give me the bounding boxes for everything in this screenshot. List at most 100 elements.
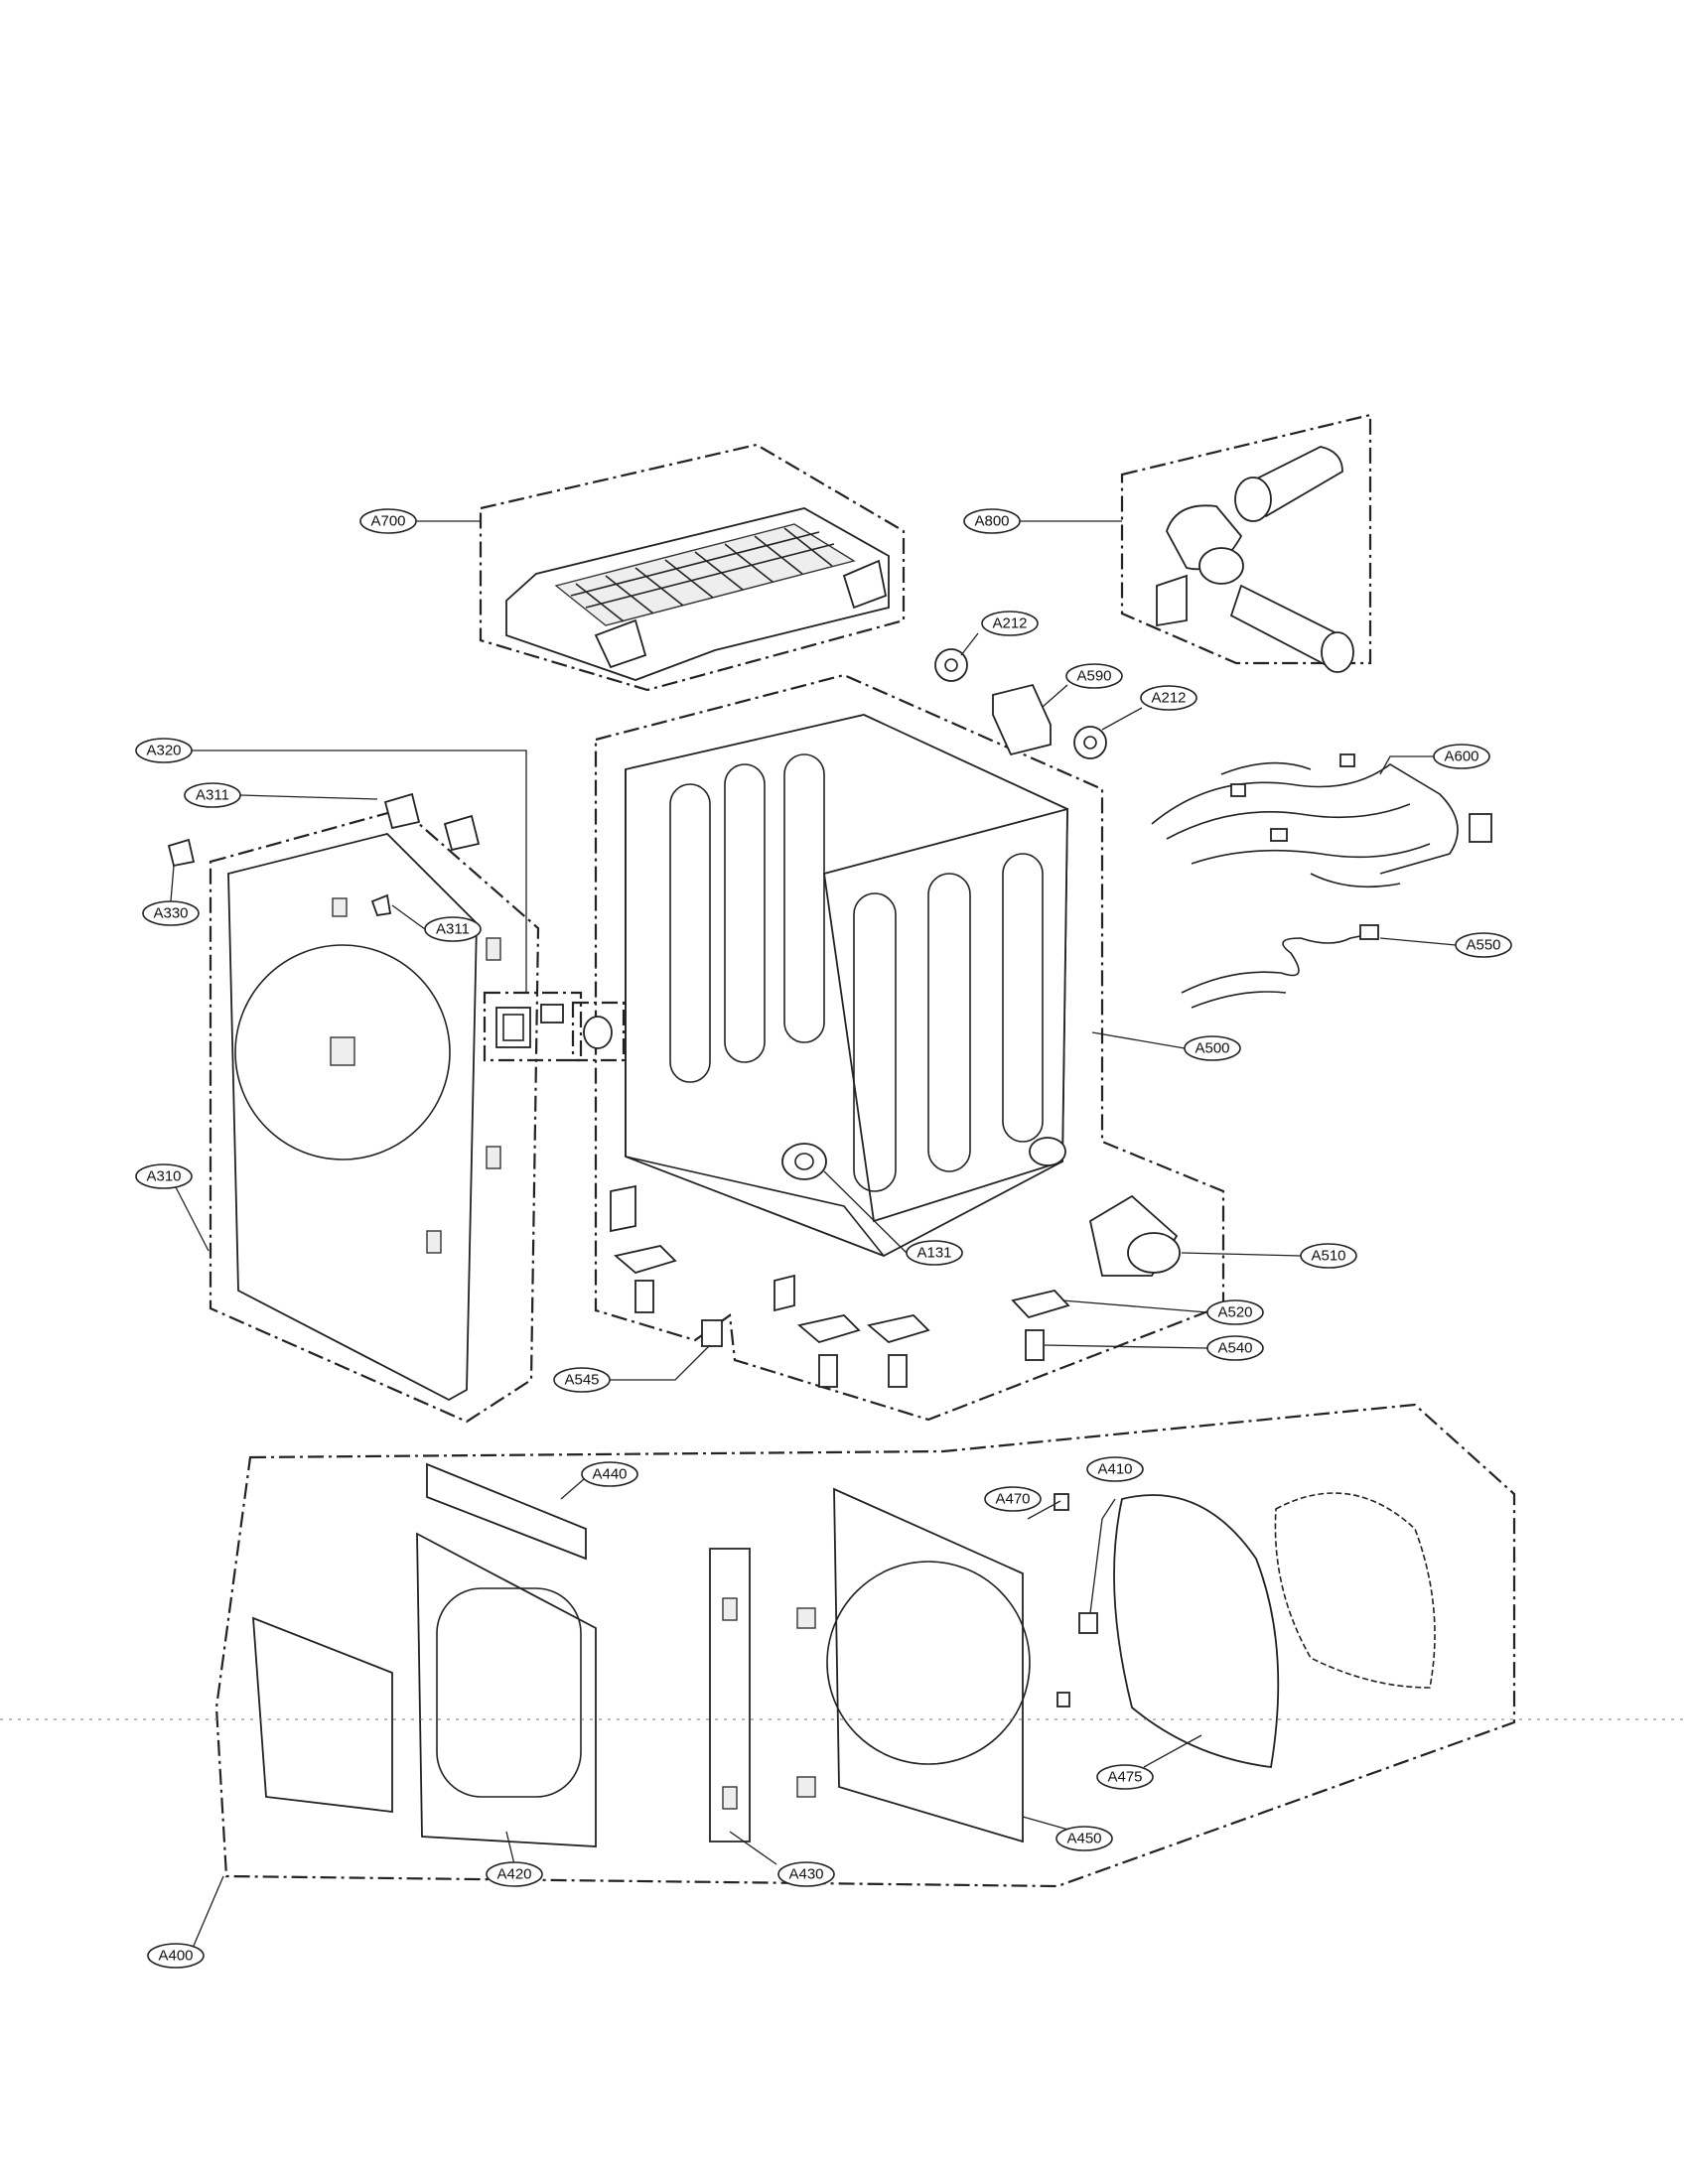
leg-plate-part-4 xyxy=(1011,1290,1070,1319)
svg-text:A520: A520 xyxy=(1217,1304,1252,1321)
group-outline-switch xyxy=(483,991,583,1062)
drive-bracket-part xyxy=(781,1143,827,1180)
hinge-part-top-2 xyxy=(443,814,481,852)
callout-A700: A700 xyxy=(359,508,417,534)
door-cover-panel-part xyxy=(251,1616,393,1814)
leg-bracket-part-left xyxy=(610,1184,636,1233)
group-outline-top-plate xyxy=(479,443,906,692)
callout-A131: A131 xyxy=(906,1240,963,1266)
leg-plate-part-2 xyxy=(797,1314,861,1344)
door-handle-part xyxy=(426,1462,587,1561)
leg-plate-part-3 xyxy=(867,1314,930,1344)
catch-part xyxy=(1078,1612,1098,1634)
callout-A500: A500 xyxy=(1184,1035,1241,1061)
callout-A430: A430 xyxy=(777,1861,835,1887)
callout-A330: A330 xyxy=(142,900,200,926)
group-outline-knob xyxy=(571,1001,626,1062)
hinge-part-top-1 xyxy=(383,792,421,830)
cabinet-part xyxy=(625,714,1068,1257)
callout-A420: A420 xyxy=(486,1861,543,1887)
svg-text:A475: A475 xyxy=(1107,1769,1142,1786)
svg-text:A212: A212 xyxy=(992,615,1027,632)
callout-A475: A475 xyxy=(1096,1764,1154,1790)
svg-text:A311: A311 xyxy=(436,921,470,938)
leveling-foot-part-4 xyxy=(1025,1329,1045,1361)
leader-lines xyxy=(170,520,1457,1947)
leveling-foot-part-2 xyxy=(818,1354,838,1388)
exhaust-duct-part xyxy=(1156,446,1354,673)
callout-A440: A440 xyxy=(581,1461,638,1487)
thermostat-part-1 xyxy=(934,648,968,682)
svg-text:A700: A700 xyxy=(370,513,405,530)
svg-text:A131: A131 xyxy=(916,1245,951,1262)
svg-text:A330: A330 xyxy=(153,905,188,922)
exhaust-outlet-part xyxy=(1088,1194,1181,1277)
svg-text:A440: A440 xyxy=(592,1466,627,1483)
svg-text:A410: A410 xyxy=(1097,1461,1132,1478)
inner-door-part xyxy=(796,1487,1031,1843)
small-clip-part xyxy=(167,838,196,868)
bracket-part xyxy=(992,683,1052,756)
group-outline-door xyxy=(214,1403,1516,1888)
svg-text:A600: A600 xyxy=(1444,749,1478,765)
door-hinge-plate-part xyxy=(709,1548,751,1843)
callout-A550: A550 xyxy=(1455,932,1512,958)
door-gasket-part xyxy=(1113,1494,1280,1769)
thermostat-part-2 xyxy=(1073,726,1107,759)
door-switch-part xyxy=(495,1007,531,1048)
small-screw-part xyxy=(1056,1692,1070,1707)
svg-text:A550: A550 xyxy=(1466,937,1500,954)
door-frame-part xyxy=(416,1532,597,1847)
svg-text:A212: A212 xyxy=(1151,690,1186,707)
group-outline-front-panel xyxy=(209,807,540,1424)
door-lamp-part xyxy=(583,1016,613,1049)
svg-text:A310: A310 xyxy=(146,1168,181,1185)
svg-text:A590: A590 xyxy=(1076,668,1111,685)
svg-text:A400: A400 xyxy=(158,1948,193,1965)
svg-text:A500: A500 xyxy=(1195,1040,1229,1057)
leg-bracket-part-center xyxy=(774,1274,795,1312)
small-hook-part xyxy=(370,893,392,917)
svg-text:A470: A470 xyxy=(995,1491,1030,1508)
svg-text:A320: A320 xyxy=(146,743,181,759)
callout-A540: A540 xyxy=(1206,1335,1264,1361)
callout-A520: A520 xyxy=(1206,1299,1264,1325)
group-outline-cabinet xyxy=(594,673,1225,1422)
svg-text:A311: A311 xyxy=(196,787,229,804)
callout-A311-1: A311 xyxy=(184,782,241,808)
svg-text:A800: A800 xyxy=(974,513,1009,530)
callout-A212-1: A212 xyxy=(981,611,1039,636)
svg-text:A450: A450 xyxy=(1066,1831,1101,1847)
callout-A450: A450 xyxy=(1055,1826,1113,1851)
door-glass-part xyxy=(1274,1492,1436,1689)
front-panel-part xyxy=(227,833,501,1402)
leveling-foot-part-1 xyxy=(634,1280,654,1313)
latch-part xyxy=(1054,1493,1069,1511)
callout-A400: A400 xyxy=(147,1943,205,1969)
callout-A510: A510 xyxy=(1300,1243,1357,1269)
svg-text:A430: A430 xyxy=(788,1866,823,1883)
leg-plate-part-1 xyxy=(614,1245,677,1275)
callout-A410: A410 xyxy=(1086,1456,1144,1482)
top-plate-part xyxy=(505,507,890,681)
callout-A800: A800 xyxy=(963,508,1021,534)
caster-part xyxy=(701,1319,723,1347)
sub-wiring-harness-part xyxy=(1181,924,1379,1009)
callout-A470: A470 xyxy=(984,1486,1042,1512)
main-wiring-harness-part xyxy=(1151,753,1492,888)
group-outline-duct xyxy=(1120,413,1372,665)
svg-text:A420: A420 xyxy=(496,1866,531,1883)
switch-cover-part xyxy=(540,1004,564,1024)
callout-A310: A310 xyxy=(135,1163,193,1189)
leveling-foot-part-3 xyxy=(888,1354,908,1388)
svg-text:A540: A540 xyxy=(1217,1340,1252,1357)
callout-A320: A320 xyxy=(135,738,193,763)
callout-A212-2: A212 xyxy=(1140,685,1197,711)
callout-A545: A545 xyxy=(553,1367,611,1393)
svg-text:A510: A510 xyxy=(1311,1248,1345,1265)
svg-text:A545: A545 xyxy=(564,1372,599,1389)
callout-A600: A600 xyxy=(1433,744,1490,769)
callout-A590: A590 xyxy=(1065,663,1123,689)
callout-A311-2: A311 xyxy=(424,916,482,942)
